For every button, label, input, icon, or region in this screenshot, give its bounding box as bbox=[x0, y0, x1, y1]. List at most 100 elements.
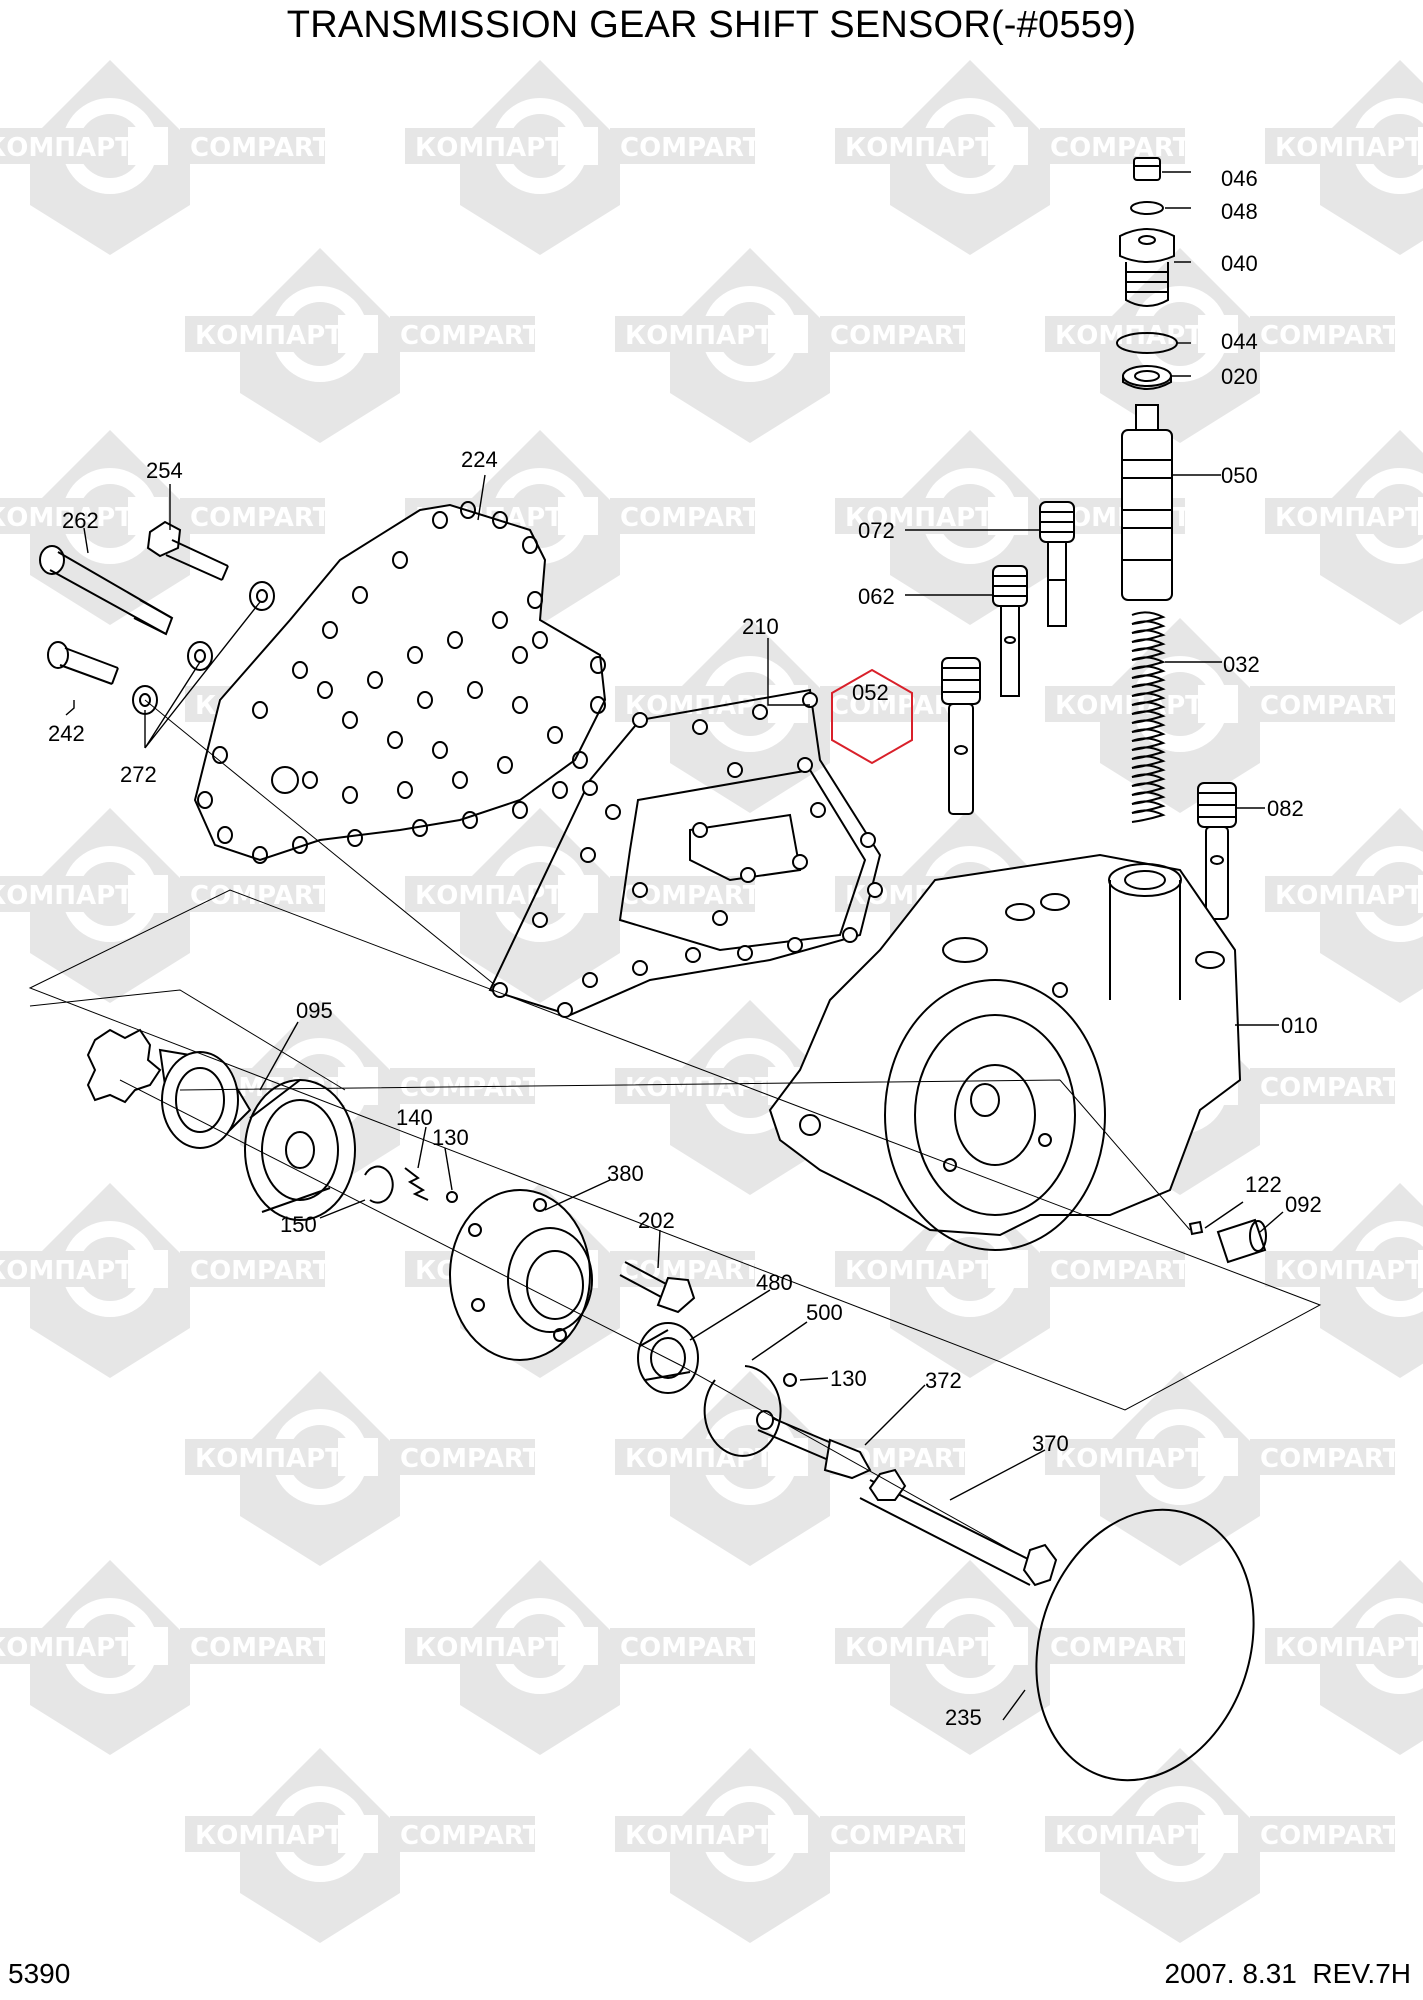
label-380: 380 bbox=[607, 1161, 644, 1186]
svg-text:КОМПАРТ: КОМПАРТ bbox=[415, 133, 563, 163]
svg-text:COMPART: COMPART bbox=[400, 1821, 541, 1851]
svg-text:КОМПАРТ: КОМПАРТ bbox=[625, 1821, 773, 1851]
svg-text:COMPART: COMPART bbox=[1260, 321, 1401, 351]
svg-text:КОМПАРТ: КОМПАРТ bbox=[845, 1633, 993, 1663]
svg-text:COMPART: COMPART bbox=[620, 1633, 761, 1663]
svg-text:COMPART: COMPART bbox=[620, 133, 761, 163]
bushing-092 bbox=[1216, 1218, 1267, 1264]
housing-010 bbox=[768, 853, 1242, 1251]
label-082: 082 bbox=[1267, 796, 1304, 821]
cover-plate-224 bbox=[193, 501, 607, 864]
part-labels: 046 048 040 044 020 050 032 072 062 052 … bbox=[48, 166, 1322, 1730]
o-ring-044 bbox=[1116, 332, 1178, 354]
svg-text:КОМПАРТ: КОМПАРТ bbox=[0, 881, 133, 911]
svg-text:COMPART: COMPART bbox=[190, 133, 331, 163]
shaft-370 bbox=[859, 1468, 1058, 1587]
watermark-tile: КОМПАРТ COMPART bbox=[835, 1183, 1191, 1378]
label-130-lower: 130 bbox=[830, 1366, 867, 1391]
label-242: 242 bbox=[48, 721, 85, 746]
svg-text:COMPART: COMPART bbox=[190, 881, 331, 911]
spring-032 bbox=[1131, 611, 1166, 823]
watermark-tile: КОМПАРТ COMPART bbox=[185, 1748, 541, 1943]
svg-text:КОМПАРТ: КОМПАРТ bbox=[1275, 1256, 1423, 1286]
svg-text:COMPART: COMPART bbox=[400, 1073, 541, 1103]
svg-text:COMPART: COMPART bbox=[830, 321, 971, 351]
svg-text:COMPART: COMPART bbox=[400, 1444, 541, 1474]
label-072: 072 bbox=[858, 518, 895, 543]
svg-text:КОМПАРТ: КОМПАРТ bbox=[195, 1821, 343, 1851]
label-150: 150 bbox=[280, 1212, 317, 1237]
watermark-tile: КОМПАРТ COMPART bbox=[615, 1748, 971, 1943]
o-ring-235 bbox=[1035, 1508, 1255, 1782]
svg-text:COMPART: COMPART bbox=[190, 1256, 331, 1286]
label-032: 032 bbox=[1223, 652, 1260, 677]
label-020: 020 bbox=[1221, 364, 1258, 389]
label-052: 052 bbox=[852, 680, 889, 705]
watermark-tile: КОМПАРТ COMPART bbox=[835, 60, 1191, 255]
bolt-202 bbox=[619, 1261, 696, 1314]
watermark-tile: КОМПАРТ COMPART bbox=[405, 60, 761, 255]
label-480: 480 bbox=[756, 1270, 793, 1295]
svg-text:КОМПАРТ: КОМПАРТ bbox=[845, 1256, 993, 1286]
label-092: 092 bbox=[1285, 1192, 1322, 1217]
solenoid-052 bbox=[941, 657, 981, 815]
svg-text:КОМПАРТ: КОМПАРТ bbox=[845, 503, 993, 533]
solenoid-062 bbox=[992, 565, 1028, 697]
svg-text:COMPART: COMPART bbox=[830, 1821, 971, 1851]
label-130-upper: 130 bbox=[432, 1125, 469, 1150]
watermark-tile: КОМПАРТ COMPART bbox=[1045, 248, 1401, 443]
svg-text:COMPART: COMPART bbox=[620, 503, 761, 533]
label-040: 040 bbox=[1221, 251, 1258, 276]
svg-text:КОМПАРТ: КОМПАРТ bbox=[1275, 133, 1423, 163]
svg-text:COMPART: COMPART bbox=[1260, 691, 1401, 721]
svg-text:COMPART: COMPART bbox=[1260, 1444, 1401, 1474]
shaft-372 bbox=[756, 1410, 872, 1480]
ball-130 bbox=[446, 1191, 458, 1203]
label-254: 254 bbox=[146, 458, 183, 483]
svg-text:COMPART: COMPART bbox=[1050, 133, 1191, 163]
label-095: 095 bbox=[296, 998, 333, 1023]
svg-text:КОМПАРТ: КОМПАРТ bbox=[1055, 1444, 1203, 1474]
flange-380 bbox=[449, 1189, 593, 1361]
label-272: 272 bbox=[120, 762, 157, 787]
svg-text:КОМПАРТ: КОМПАРТ bbox=[0, 503, 133, 533]
bolt-254 bbox=[146, 520, 229, 581]
svg-text:КОМПАРТ: КОМПАРТ bbox=[1275, 503, 1423, 533]
label-235: 235 bbox=[945, 1705, 982, 1730]
bolt-242 bbox=[47, 641, 119, 685]
svg-text:КОМПАРТ: КОМПАРТ bbox=[1055, 691, 1203, 721]
washer-020 bbox=[1122, 365, 1172, 390]
svg-text:КОМПАРТ: КОМПАРТ bbox=[1055, 321, 1203, 351]
snap-ring-500 bbox=[703, 1365, 782, 1457]
watermark-tile: КОМПАРТ COMPART bbox=[1045, 618, 1401, 813]
page-number: 5390 bbox=[8, 1958, 71, 1989]
highlight-hexagon bbox=[831, 668, 913, 765]
svg-text:КОМПАРТ: КОМПАРТ bbox=[845, 133, 993, 163]
svg-text:COMPART: COMPART bbox=[1260, 1821, 1401, 1851]
label-224: 224 bbox=[461, 447, 498, 472]
svg-text:COMPART: COMPART bbox=[1050, 1256, 1191, 1286]
bolt-262 bbox=[39, 545, 174, 636]
svg-text:КОМПАРТ: КОМПАРТ bbox=[195, 321, 343, 351]
svg-text:КОМПАРТ: КОМПАРТ bbox=[625, 321, 773, 351]
svg-text:КОМПАРТ: КОМПАРТ bbox=[0, 1633, 133, 1663]
plug-046 bbox=[1133, 157, 1161, 181]
svg-text:COMPART: COMPART bbox=[1050, 1633, 1191, 1663]
revision-code: REV.7H bbox=[1312, 1958, 1411, 1989]
o-ring-048 bbox=[1130, 201, 1164, 215]
label-050: 050 bbox=[1221, 463, 1258, 488]
ball-130-lower bbox=[783, 1373, 797, 1387]
spool-050 bbox=[1121, 404, 1173, 601]
